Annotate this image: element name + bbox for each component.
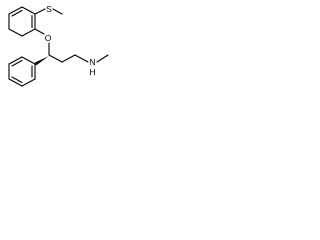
ring-bond-1 xyxy=(8,6,23,15)
phenyl-bond-2 xyxy=(8,56,23,65)
phenyl-double-bond-b xyxy=(11,76,23,84)
chain-bond-2 xyxy=(61,54,76,63)
stereo-wedge-bond xyxy=(35,56,49,66)
ether-linkage xyxy=(34,28,50,56)
phenyl-ring xyxy=(8,56,36,87)
phenyl-bond-5 xyxy=(21,78,36,87)
molecule-structure-diagram: S O N H xyxy=(8,4,109,87)
s-ch3-bond xyxy=(52,8,63,15)
methylthio-group xyxy=(34,8,63,15)
chain-bond-3 xyxy=(74,54,89,63)
sulfur-atom-label: S xyxy=(46,4,52,14)
c-s-bond xyxy=(34,8,46,15)
ring-bond-5 xyxy=(8,28,23,37)
nitrogen-atom-label: N xyxy=(89,57,95,67)
nitrogen-hydrogen-label: H xyxy=(89,67,95,77)
oxygen-atom-label: O xyxy=(45,33,52,43)
cyclohexadiene-ring xyxy=(8,6,36,37)
ring-bond-4 xyxy=(21,28,36,37)
phenyl-bond-4 xyxy=(8,78,23,87)
chain-bond-1 xyxy=(48,54,63,63)
aminopropyl-chain xyxy=(48,54,109,63)
ring-bond-2 xyxy=(21,6,36,15)
phenyl-bond-1 xyxy=(21,56,36,65)
ring-o-bond xyxy=(34,28,45,35)
ring-double-bond-a xyxy=(11,9,23,17)
phenyl-double-bond-a xyxy=(11,59,23,67)
n-ch3-bond xyxy=(96,54,109,63)
